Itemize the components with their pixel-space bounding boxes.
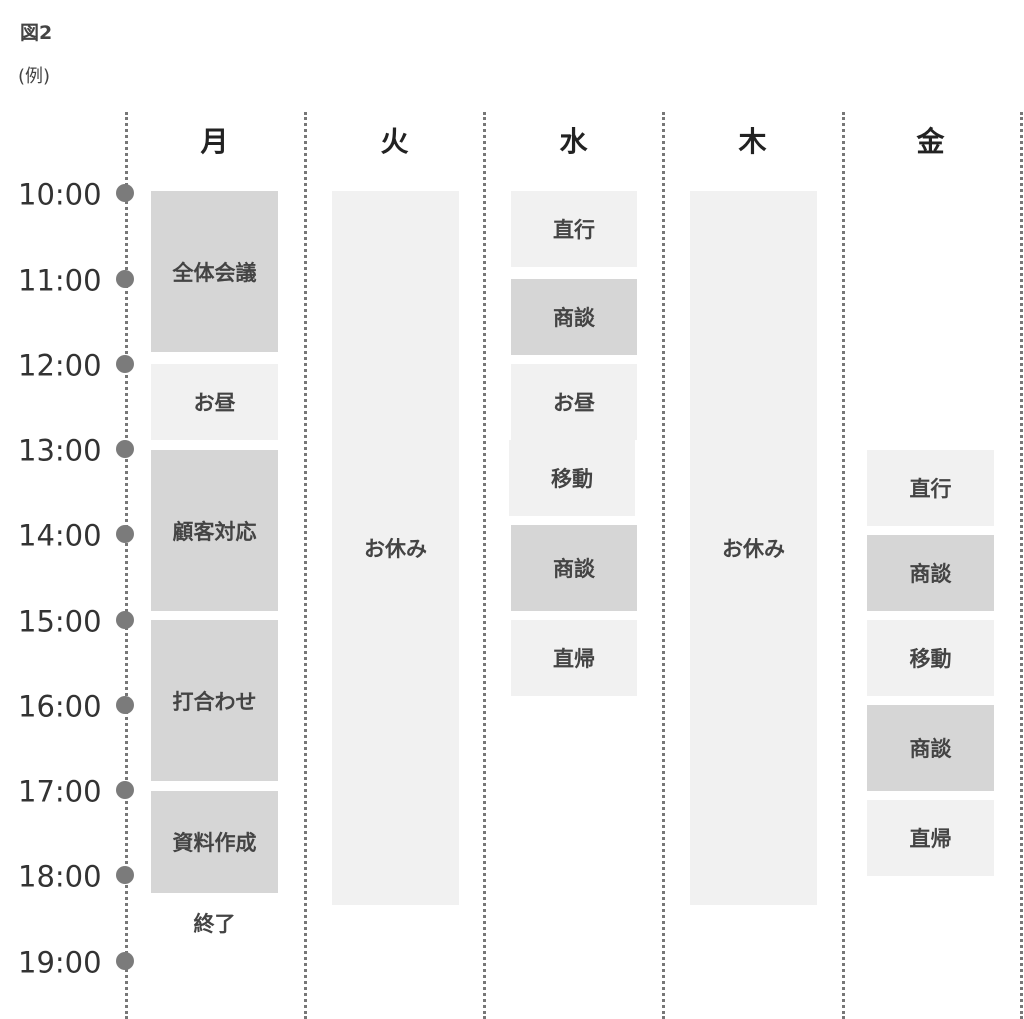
block-label: 直行 — [909, 477, 952, 501]
figure-sublabel: (例) — [18, 66, 51, 87]
day-header-fri: 金 — [916, 125, 945, 158]
schedule-block: 移動 — [509, 440, 635, 516]
schedule-block: 顧客対応 — [151, 450, 278, 611]
block-label: 商談 — [553, 557, 595, 581]
time-marker-dot — [116, 440, 134, 458]
time-marker-dot — [116, 696, 134, 714]
column-divider — [483, 112, 486, 1019]
time-marker-dot — [116, 525, 134, 543]
column-divider — [662, 112, 665, 1019]
time-label: 11:00 — [18, 263, 102, 298]
block-label: お休み — [364, 537, 427, 561]
block-label: 直行 — [553, 218, 595, 242]
block-label: 顧客対応 — [172, 519, 257, 544]
block-label: 移動 — [909, 647, 952, 671]
time-label: 12:00 — [18, 348, 102, 383]
schedule-block: 資料作成 — [151, 791, 278, 893]
schedule-block: 直帰 — [511, 620, 637, 696]
block-label: 直帰 — [909, 827, 952, 851]
day-header-wed: 水 — [559, 125, 588, 158]
time-marker-dot — [116, 866, 134, 884]
block-label: 商談 — [553, 306, 595, 330]
time-label: 14:00 — [18, 518, 102, 553]
time-marker-dot — [116, 184, 134, 202]
end-label: 終了 — [193, 912, 236, 936]
block-label: 全体会議 — [172, 260, 257, 285]
time-label: 19:00 — [18, 945, 102, 980]
block-label: 資料作成 — [172, 831, 257, 855]
block-label: 商談 — [909, 562, 952, 586]
block-label: 移動 — [551, 467, 593, 491]
schedule-block: 商談 — [867, 535, 994, 611]
block-label: 打合わせ — [172, 689, 257, 714]
time-label: 15:00 — [18, 604, 102, 639]
schedule-block: 商談 — [511, 525, 637, 611]
day-header-mon: 月 — [200, 125, 229, 158]
block-label: 直帰 — [553, 647, 595, 671]
time-label: 18:00 — [18, 859, 102, 894]
day-header-thu: 木 — [738, 125, 767, 158]
time-label: 10:00 — [18, 177, 102, 212]
schedule-block: お昼 — [151, 364, 278, 440]
schedule-block: 全体会議 — [151, 191, 278, 352]
block-label: お昼 — [193, 391, 236, 415]
column-divider — [304, 112, 307, 1019]
timeline-axis — [125, 112, 128, 1019]
schedule-block: お休み — [332, 191, 459, 905]
day-header-tue: 火 — [380, 125, 409, 158]
schedule-block: 商談 — [867, 705, 994, 791]
schedule-block: 直帰 — [867, 800, 994, 876]
time-marker-dot — [116, 952, 134, 970]
block-label: お休み — [722, 537, 785, 561]
time-marker-dot — [116, 270, 134, 288]
schedule-block: 直行 — [511, 191, 637, 267]
time-marker-dot — [116, 611, 134, 629]
schedule-block: 打合わせ — [151, 620, 278, 781]
schedule-block: 移動 — [867, 620, 994, 696]
schedule-block: 直行 — [867, 450, 994, 526]
schedule-block: お休み — [690, 191, 817, 905]
block-label: 商談 — [909, 737, 952, 761]
column-divider — [842, 112, 845, 1019]
time-label: 16:00 — [18, 689, 102, 724]
time-label: 13:00 — [18, 433, 102, 468]
time-marker-dot — [116, 781, 134, 799]
schedule-block: 商談 — [511, 279, 637, 355]
column-divider — [1020, 112, 1023, 1019]
block-label: お昼 — [553, 391, 595, 415]
figure-label: 図2 — [20, 22, 53, 44]
time-marker-dot — [116, 355, 134, 373]
time-label: 17:00 — [18, 774, 102, 809]
schedule-block: お昼 — [511, 364, 637, 440]
